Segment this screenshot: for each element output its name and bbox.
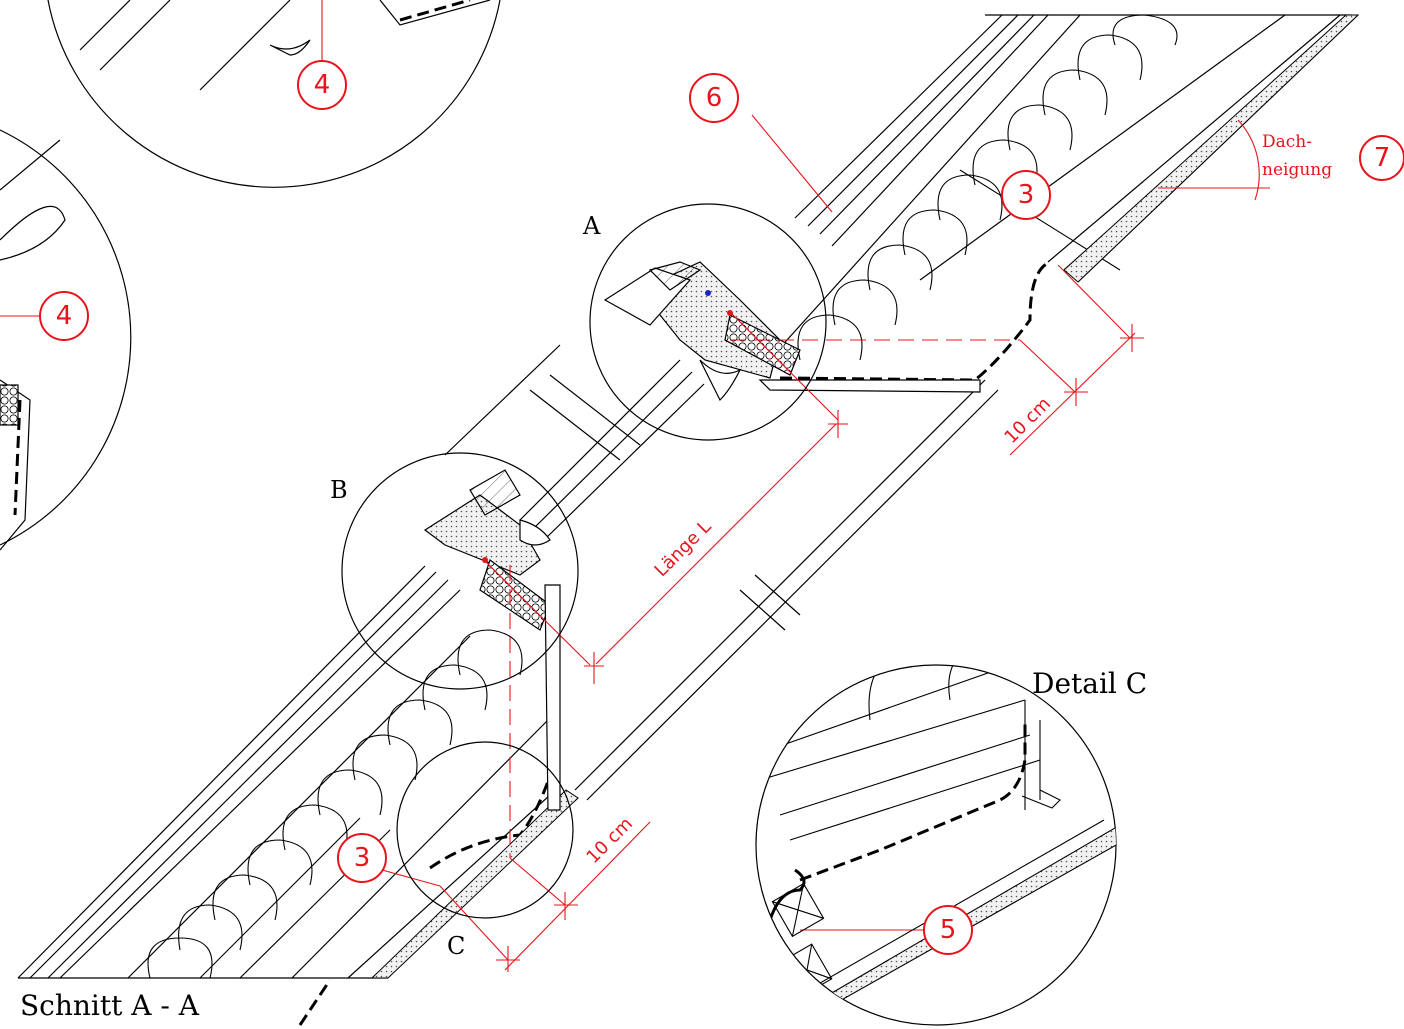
detail-circle-top-left [47, 0, 501, 188]
accent-point [705, 290, 711, 296]
red-point-b [482, 557, 488, 563]
roof-section [17, 14, 1359, 979]
callout-7: 7 [1373, 143, 1391, 173]
section-marker-c: C [447, 932, 466, 960]
window-frame-a [519, 261, 981, 541]
window-frame-b [423, 344, 561, 811]
section-marker-b: B [330, 476, 348, 504]
callout-6: 6 [705, 83, 723, 113]
slope-label-line2: neigung [1262, 160, 1333, 180]
red-point-a [727, 310, 733, 316]
section-title: Schnitt A - A [20, 989, 199, 1022]
detail-c-title: Detail C [1032, 667, 1148, 700]
break-symbols [529, 374, 801, 631]
detail-circle-left [0, 129, 132, 551]
callout-4-top: 4 [313, 70, 331, 100]
callout-4-left: 4 [55, 301, 73, 331]
section-marker-a: A [583, 212, 601, 240]
detail-c-circle [755, 664, 1117, 1026]
callout-3-bottom: 3 [353, 843, 371, 873]
callout-3-top: 3 [1017, 180, 1035, 210]
vapour-barrier [298, 260, 1051, 1026]
callout-5: 5 [939, 915, 957, 945]
ceiling-boards [370, 14, 1360, 979]
slope-label-line1: Dach- [1262, 132, 1312, 152]
insulation-upper [797, 14, 1180, 361]
detail-circles [341, 203, 827, 919]
guide-lines [0, 0, 1270, 972]
